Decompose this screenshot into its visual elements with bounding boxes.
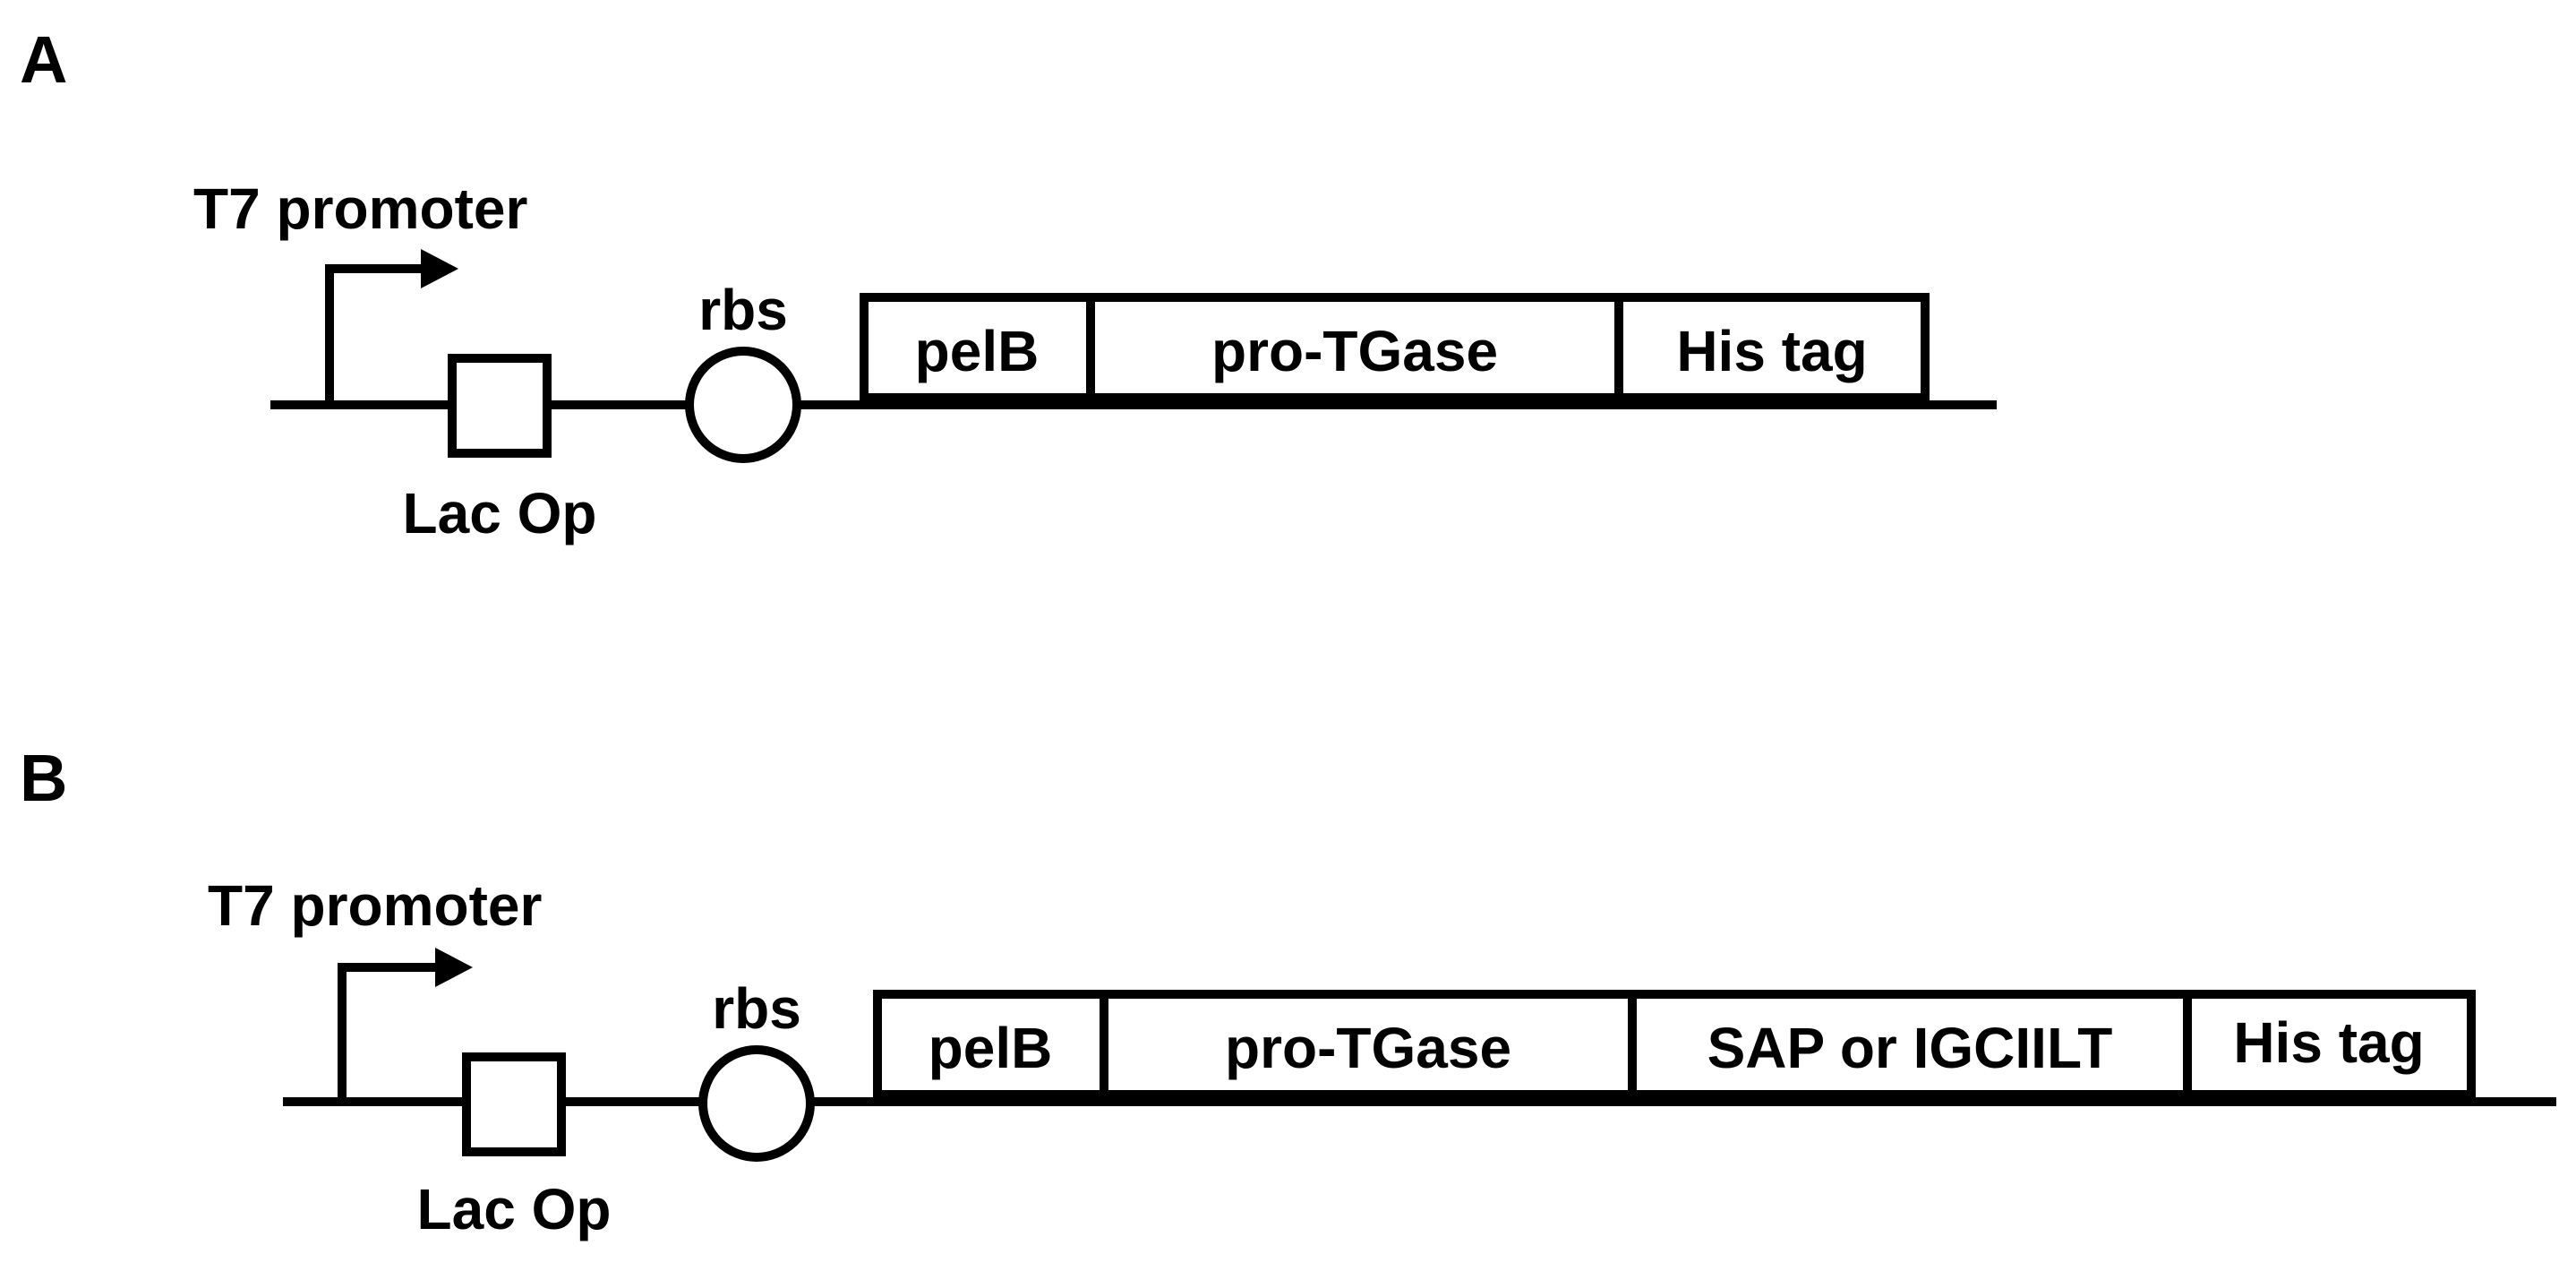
- panel-b: B T7 promoter Lac Op rbs pelB pro-TGase …: [20, 741, 2556, 1241]
- panel-b-rbs-label: rbs: [712, 976, 801, 1041]
- panel-a-segment-his-tag-label: His tag: [1676, 319, 1867, 383]
- panel-b-segment-his-tag: [2183, 990, 2476, 1099]
- panel-b-segment-pelb: [873, 990, 1108, 1099]
- panel-a-lac-operator: [448, 354, 552, 458]
- panel-a-label: A: [20, 22, 67, 97]
- panel-a: A T7 promoter Lac Op rbs pelB pro-TGase …: [20, 22, 1997, 545]
- panel-a-promoter-label: T7 promoter: [193, 176, 527, 241]
- panel-b-label: B: [20, 741, 67, 815]
- panel-b-operator-label: Lac Op: [417, 1177, 612, 1241]
- panel-a-rbs-label: rbs: [698, 278, 788, 342]
- panel-b-segment-pro-tgase-label: pro-TGase: [1225, 1016, 1511, 1080]
- panel-b-promoter-arrow: [338, 948, 473, 1102]
- panel-b-lac-operator: [462, 1052, 566, 1156]
- panel-a-segment-pelb-label: pelB: [915, 319, 1040, 383]
- panel-b-rbs-circle: [698, 1045, 815, 1162]
- panel-a-segment-his-tag: [1614, 293, 1930, 402]
- panel-b-promoter-label: T7 promoter: [208, 873, 542, 938]
- panel-b-segment-pelb-label: pelB: [929, 1016, 1053, 1080]
- panel-a-operator-label: Lac Op: [403, 481, 597, 545]
- panel-a-segment-pro-tgase-label: pro-TGase: [1211, 319, 1498, 383]
- panel-b-segment-sap-or-igciilt: [1628, 990, 2192, 1099]
- panel-a-promoter-arrow: [325, 249, 458, 405]
- panel-b-segment-sap-or-igciilt-label: SAP or IGCIILT: [1707, 1016, 2113, 1080]
- panel-b-segment-his-tag-label: His tag: [2233, 1010, 2424, 1075]
- panel-a-rbs-circle: [685, 347, 801, 463]
